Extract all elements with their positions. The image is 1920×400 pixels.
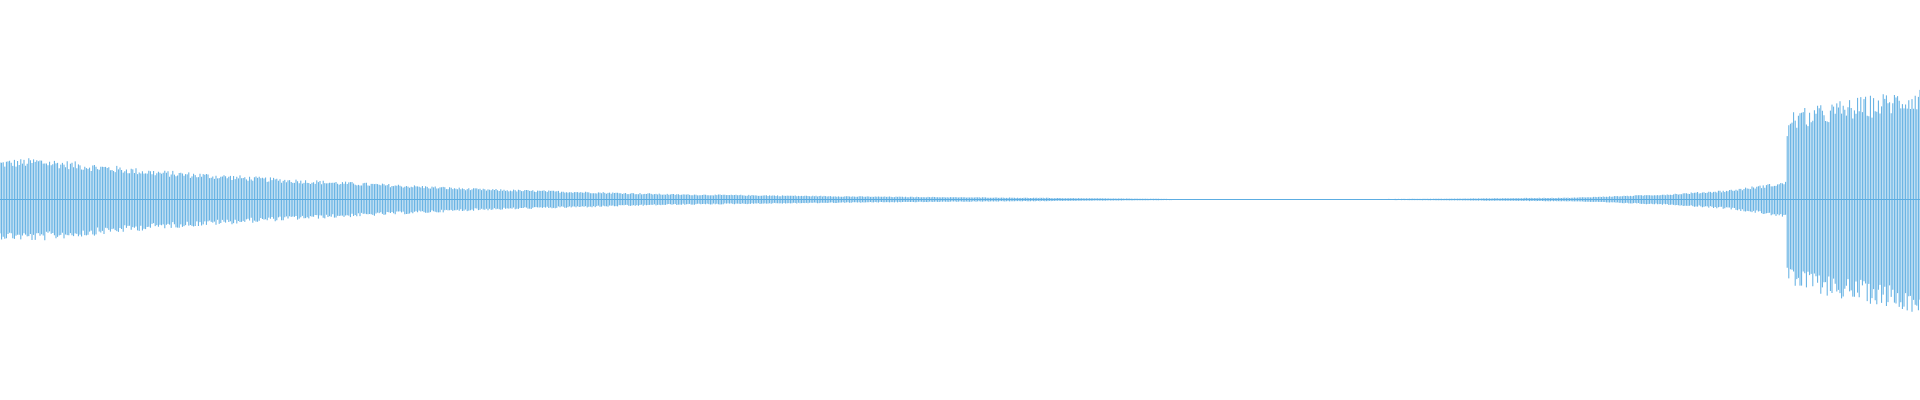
waveform-path — [0, 89, 1920, 312]
